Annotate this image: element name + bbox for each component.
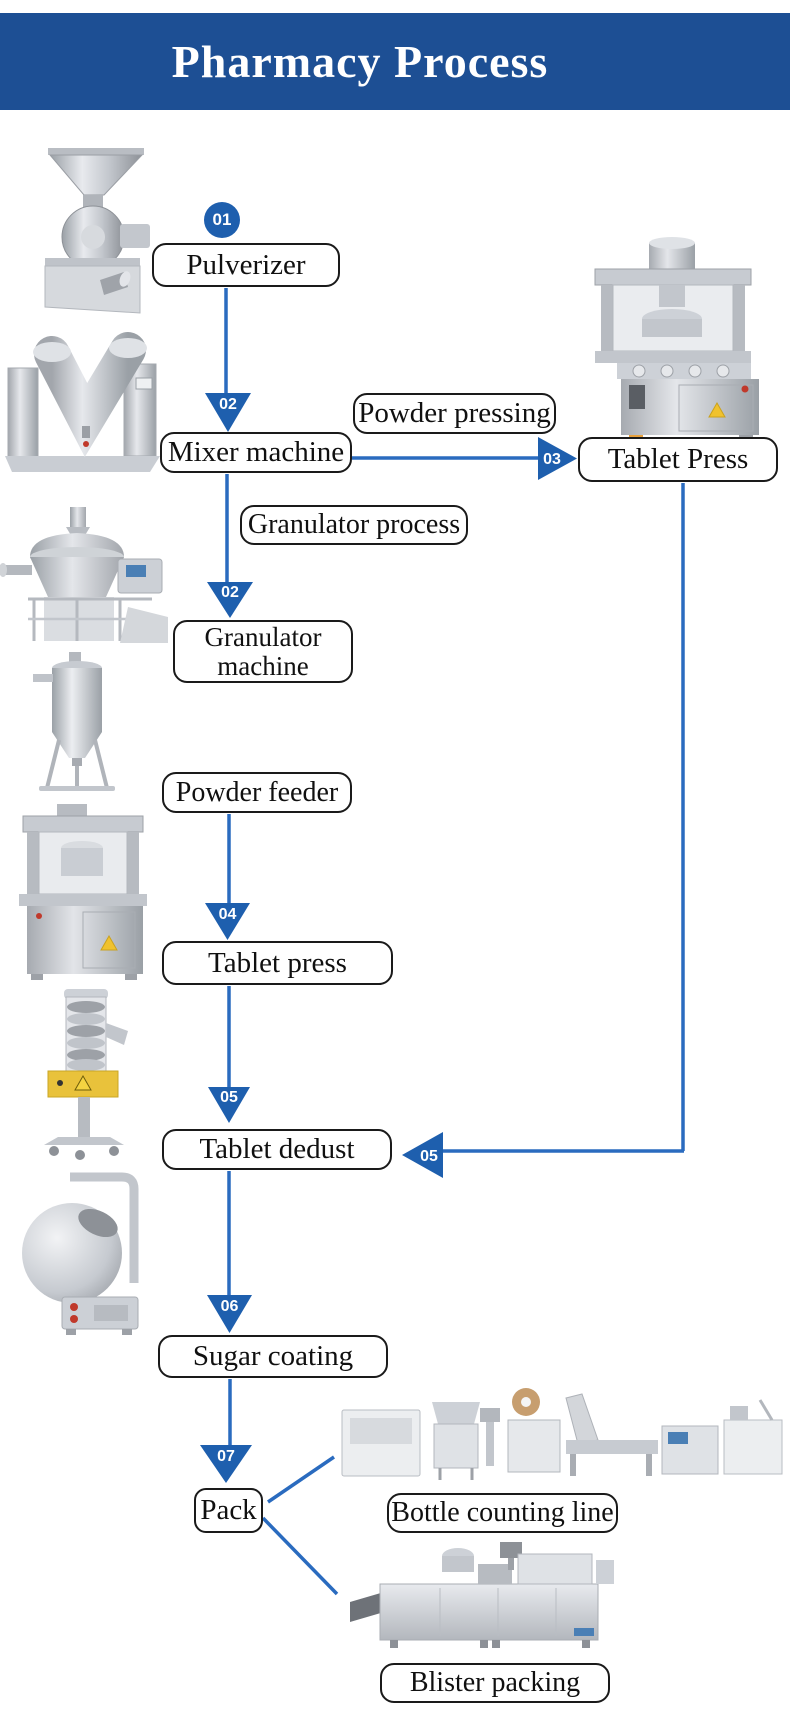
header-banner: Pharmacy Process: [0, 13, 790, 110]
step-badge-07: 07: [200, 1445, 252, 1488]
step-badge-03: 03: [538, 437, 577, 485]
step-badge-01: 01: [204, 202, 240, 238]
line-pack-to-bottle: [267, 1455, 335, 1504]
label-blister-packing-text: Blister packing: [409, 1667, 581, 1699]
step-number-07: 07: [217, 1448, 235, 1465]
label-sugar-coating: Sugar coating: [158, 1335, 388, 1378]
page-title: Pharmacy Process: [171, 36, 549, 87]
step-number-06: 06: [221, 1298, 239, 1315]
mixer-machine-image: [5, 332, 160, 472]
label-mixer-machine: Mixer machine: [160, 432, 352, 473]
line-pack-to-blister: [261, 1516, 339, 1596]
label-powder-feeder: Powder feeder: [162, 772, 352, 813]
step-badge-02: 02: [205, 393, 251, 437]
label-pack: Pack: [194, 1488, 263, 1533]
bottle-counting-line-image: [341, 1388, 783, 1480]
label-granulator-line2: machine: [217, 650, 309, 681]
label-mixer-machine-text: Mixer machine: [167, 436, 345, 469]
step-badge-06: 06: [207, 1295, 252, 1338]
label-granulator-process-text: Granulator process: [247, 509, 461, 541]
step-badge-05: 05: [208, 1087, 250, 1128]
tablet-dedust-image: [44, 989, 128, 1160]
label-granulator-process: Granulator process: [240, 505, 468, 545]
powder-feeder-image: [33, 652, 115, 791]
step-badge-04: 04: [205, 903, 250, 945]
tablet-press-right-image: [594, 237, 759, 440]
label-tablet-dedust-text: Tablet dedust: [199, 1133, 355, 1166]
label-pulverizer: Pulverizer: [152, 243, 340, 287]
label-granulator-line1: Granulator: [204, 622, 322, 653]
step-badge-02b: 02: [207, 582, 253, 623]
label-granulator-machine: Granulator machine: [173, 620, 353, 683]
step-number-02b: 02: [221, 584, 239, 601]
label-powder-pressing: Powder pressing: [353, 393, 556, 434]
step-badge-05b: 05: [402, 1132, 443, 1183]
label-tablet-press-text: Tablet press: [208, 946, 347, 979]
sugar-coating-image: [22, 1172, 139, 1335]
label-tablet-press: Tablet press: [162, 941, 393, 985]
pulverizer-machine-image: [44, 148, 150, 314]
label-powder-feeder-text: Powder feeder: [175, 776, 339, 808]
label-bottle-counting-line: Bottle counting line: [387, 1493, 618, 1533]
label-blister-packing: Blister packing: [380, 1663, 610, 1703]
granulator-machine-image: [0, 507, 168, 643]
label-pulverizer-text: Pulverizer: [186, 248, 306, 281]
label-tablet-press-right: Tablet Press: [578, 437, 778, 482]
step-number-03: 03: [543, 451, 561, 468]
step-number-02: 02: [219, 396, 237, 413]
step-number-04: 04: [219, 906, 237, 923]
label-tablet-press-right-text: Tablet Press: [607, 443, 749, 476]
label-tablet-dedust: Tablet dedust: [162, 1129, 392, 1170]
tablet-press-left-image: [19, 804, 147, 980]
step-number-05b: 05: [420, 1148, 438, 1165]
step-number-01: 01: [212, 210, 232, 229]
label-pack-text: Pack: [200, 1494, 257, 1527]
label-powder-pressing-text: Powder pressing: [358, 397, 551, 430]
label-bottle-counting-line-text: Bottle counting line: [391, 1497, 614, 1529]
label-sugar-coating-text: Sugar coating: [192, 1340, 354, 1373]
step-number-05: 05: [220, 1089, 238, 1106]
blister-packing-image: [350, 1542, 614, 1648]
